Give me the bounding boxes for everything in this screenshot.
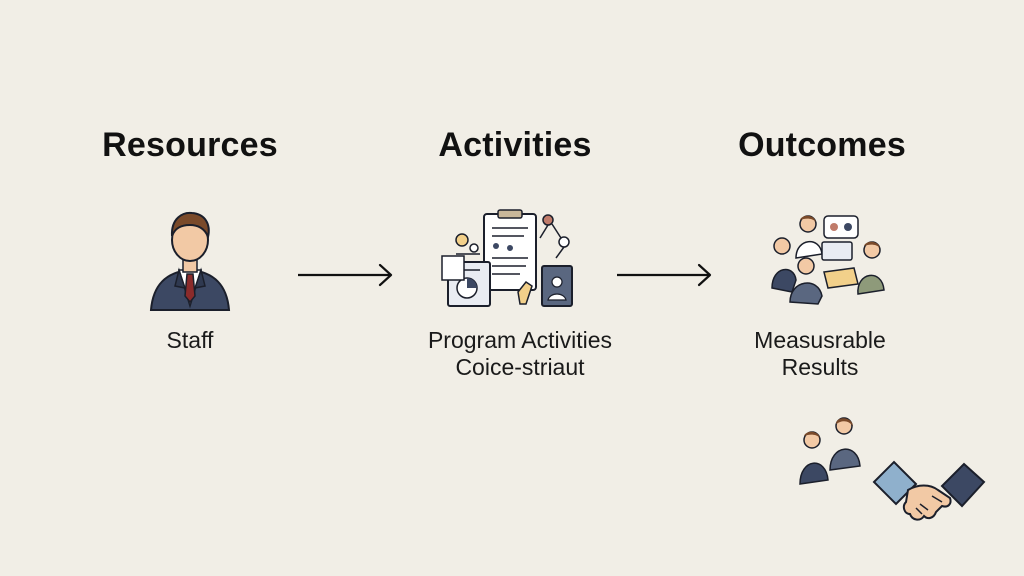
activities-caption-line-1: Program Activities — [427, 327, 613, 353]
handshake-icon — [872, 460, 986, 521]
staff-caption: Staff — [140, 327, 240, 354]
activities-caption: Program Activities Coice-striaut — [395, 327, 645, 381]
arrow-right-icon — [617, 263, 712, 287]
group-collaboration-icon — [771, 215, 885, 305]
staff-caption-line: Staff — [166, 327, 214, 353]
activities-caption-line-2: Coice-striaut — [455, 354, 585, 380]
program-activities-icon — [441, 209, 573, 307]
staff-person-icon — [149, 211, 231, 311]
resources-heading: Resources — [102, 126, 278, 164]
outcomes-caption: Measusrable Results — [730, 327, 910, 381]
outcomes-heading: Outcomes — [738, 126, 906, 164]
activities-heading: Activities — [438, 126, 592, 164]
outcomes-caption-line-1: Measusrable — [754, 327, 886, 353]
outcomes-caption-line-2: Results — [781, 354, 859, 380]
people-meeting-icon — [799, 417, 861, 485]
arrow-right-icon — [298, 263, 393, 287]
